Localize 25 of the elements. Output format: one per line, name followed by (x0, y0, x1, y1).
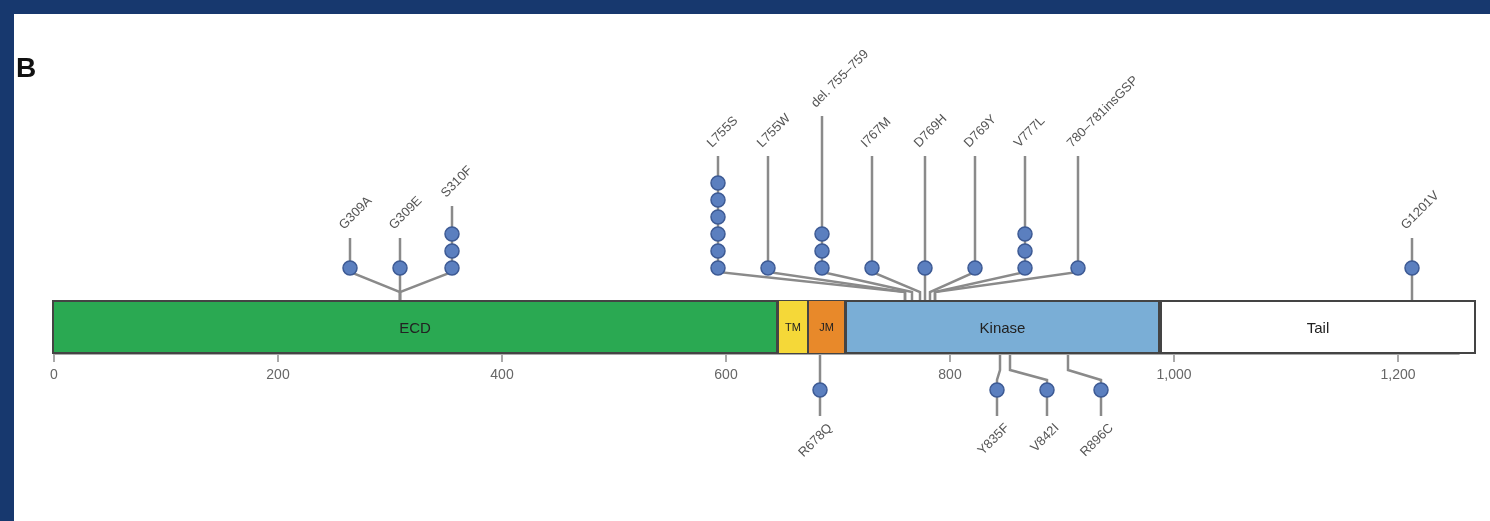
axis-tick-label: 800 (938, 366, 962, 382)
lollipop-stem (870, 156, 922, 300)
lollipop-stem (818, 354, 822, 416)
domain-segment: JM (808, 300, 845, 354)
axis-tick-label: 1,000 (1156, 366, 1192, 382)
lollipop-stem (995, 354, 1002, 416)
axis-tick-label: 600 (714, 366, 738, 382)
axis-tick-label: 400 (490, 366, 514, 382)
lollipop-stem (1066, 354, 1103, 416)
lollipop-stem (820, 116, 914, 300)
lollipop-stem (928, 156, 977, 300)
lollipop-stem (1410, 238, 1414, 300)
lollipop-stem (398, 206, 454, 300)
domain-segment: Tail (1160, 300, 1476, 354)
domain-segment: ECD (52, 300, 778, 354)
domain-segment: TM (778, 300, 808, 354)
axis-tick-label: 1,200 (1380, 366, 1416, 382)
lollipop-stem (1008, 354, 1049, 416)
domain-segment: Kinase (845, 300, 1160, 354)
lollipop-stem (933, 156, 1080, 300)
axis-tick-label: 0 (50, 366, 58, 382)
panel-letter: B (16, 52, 37, 84)
lollipop-stem (766, 156, 907, 300)
axis-tick-label: 200 (266, 366, 290, 382)
lollipop-stem (923, 156, 927, 300)
